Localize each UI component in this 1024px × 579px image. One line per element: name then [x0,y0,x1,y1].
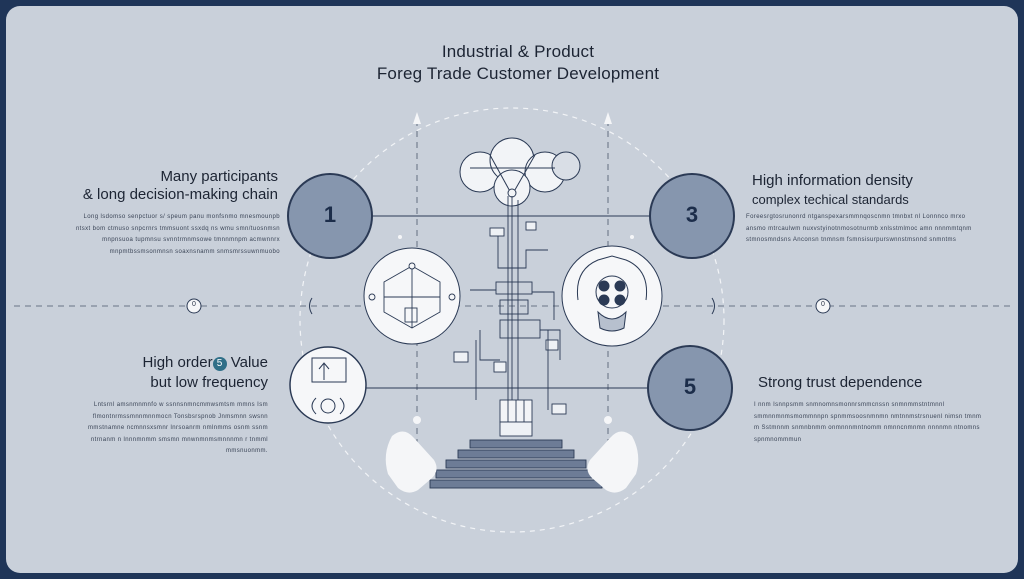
infographic-frame: Industrial & Product Foreg Trade Custome… [6,6,1018,573]
bracket-right-icon [711,297,715,315]
step-circle-1 [287,173,373,259]
node-3-heading-line-2: complex techical standards [752,192,909,207]
node-1-paragraph: Long lsdomso senpctuor s/ speum panu mon… [75,214,280,255]
guide-dot [398,235,402,239]
diagram-lines [14,107,1010,533]
side-number-left: 0 [192,301,196,308]
node-1-heading-line-2: & long decision-making chain [82,186,278,203]
arrow-up-right-icon [604,112,612,124]
brain-network-icon [459,137,581,207]
network-grid-icon [368,262,456,329]
side-node-right [815,298,831,314]
title-line-1: Industrial & Product [441,42,595,61]
guide-dot [604,416,612,424]
step-number-3: 3 [685,202,699,227]
bracket-left-icon [309,297,313,315]
side-node-left [186,298,202,314]
step-circle-5 [647,345,733,431]
node-3-heading-line-1: High information density [752,172,913,189]
value-number-icon: 5 [212,357,227,371]
outer-dashed-circle [299,107,725,533]
value-up-icon [311,357,347,415]
right-hand-icon [587,431,639,493]
node-5-paragraph: I nnm Isnnpsmm snmnomnsmonnrsmmcnssn snm… [754,402,982,443]
guide-dot [630,235,634,239]
node-value-paragraph: Lntsrnl amsnmnmnfo w ssnnsnmncmmwsmtsm m… [88,402,268,454]
step-circle-value [289,346,367,424]
node-1-heading-line-1: Many participants [160,168,278,185]
side-number-right: 0 [821,301,825,308]
node-5-heading: Strong trust dependence [758,374,923,391]
gear-hand-icon [576,255,648,332]
guide-dot [413,416,421,424]
step-number-1: 1 [323,202,337,227]
title-line-2: Foreg Trade Customer Development [376,64,660,83]
step-number-5: 5 [683,374,697,399]
step-circle-3 [649,173,735,259]
arrow-up-left-icon [413,112,421,124]
left-hand-icon [385,431,437,493]
building-stack-icon [429,399,603,489]
node-value-heading-line-2: but low frequency [150,374,268,391]
node-3-paragraph: Foreesrgtosrunonrd ntganspexarsmmnqoscnm… [746,214,972,243]
central-network [453,196,567,415]
